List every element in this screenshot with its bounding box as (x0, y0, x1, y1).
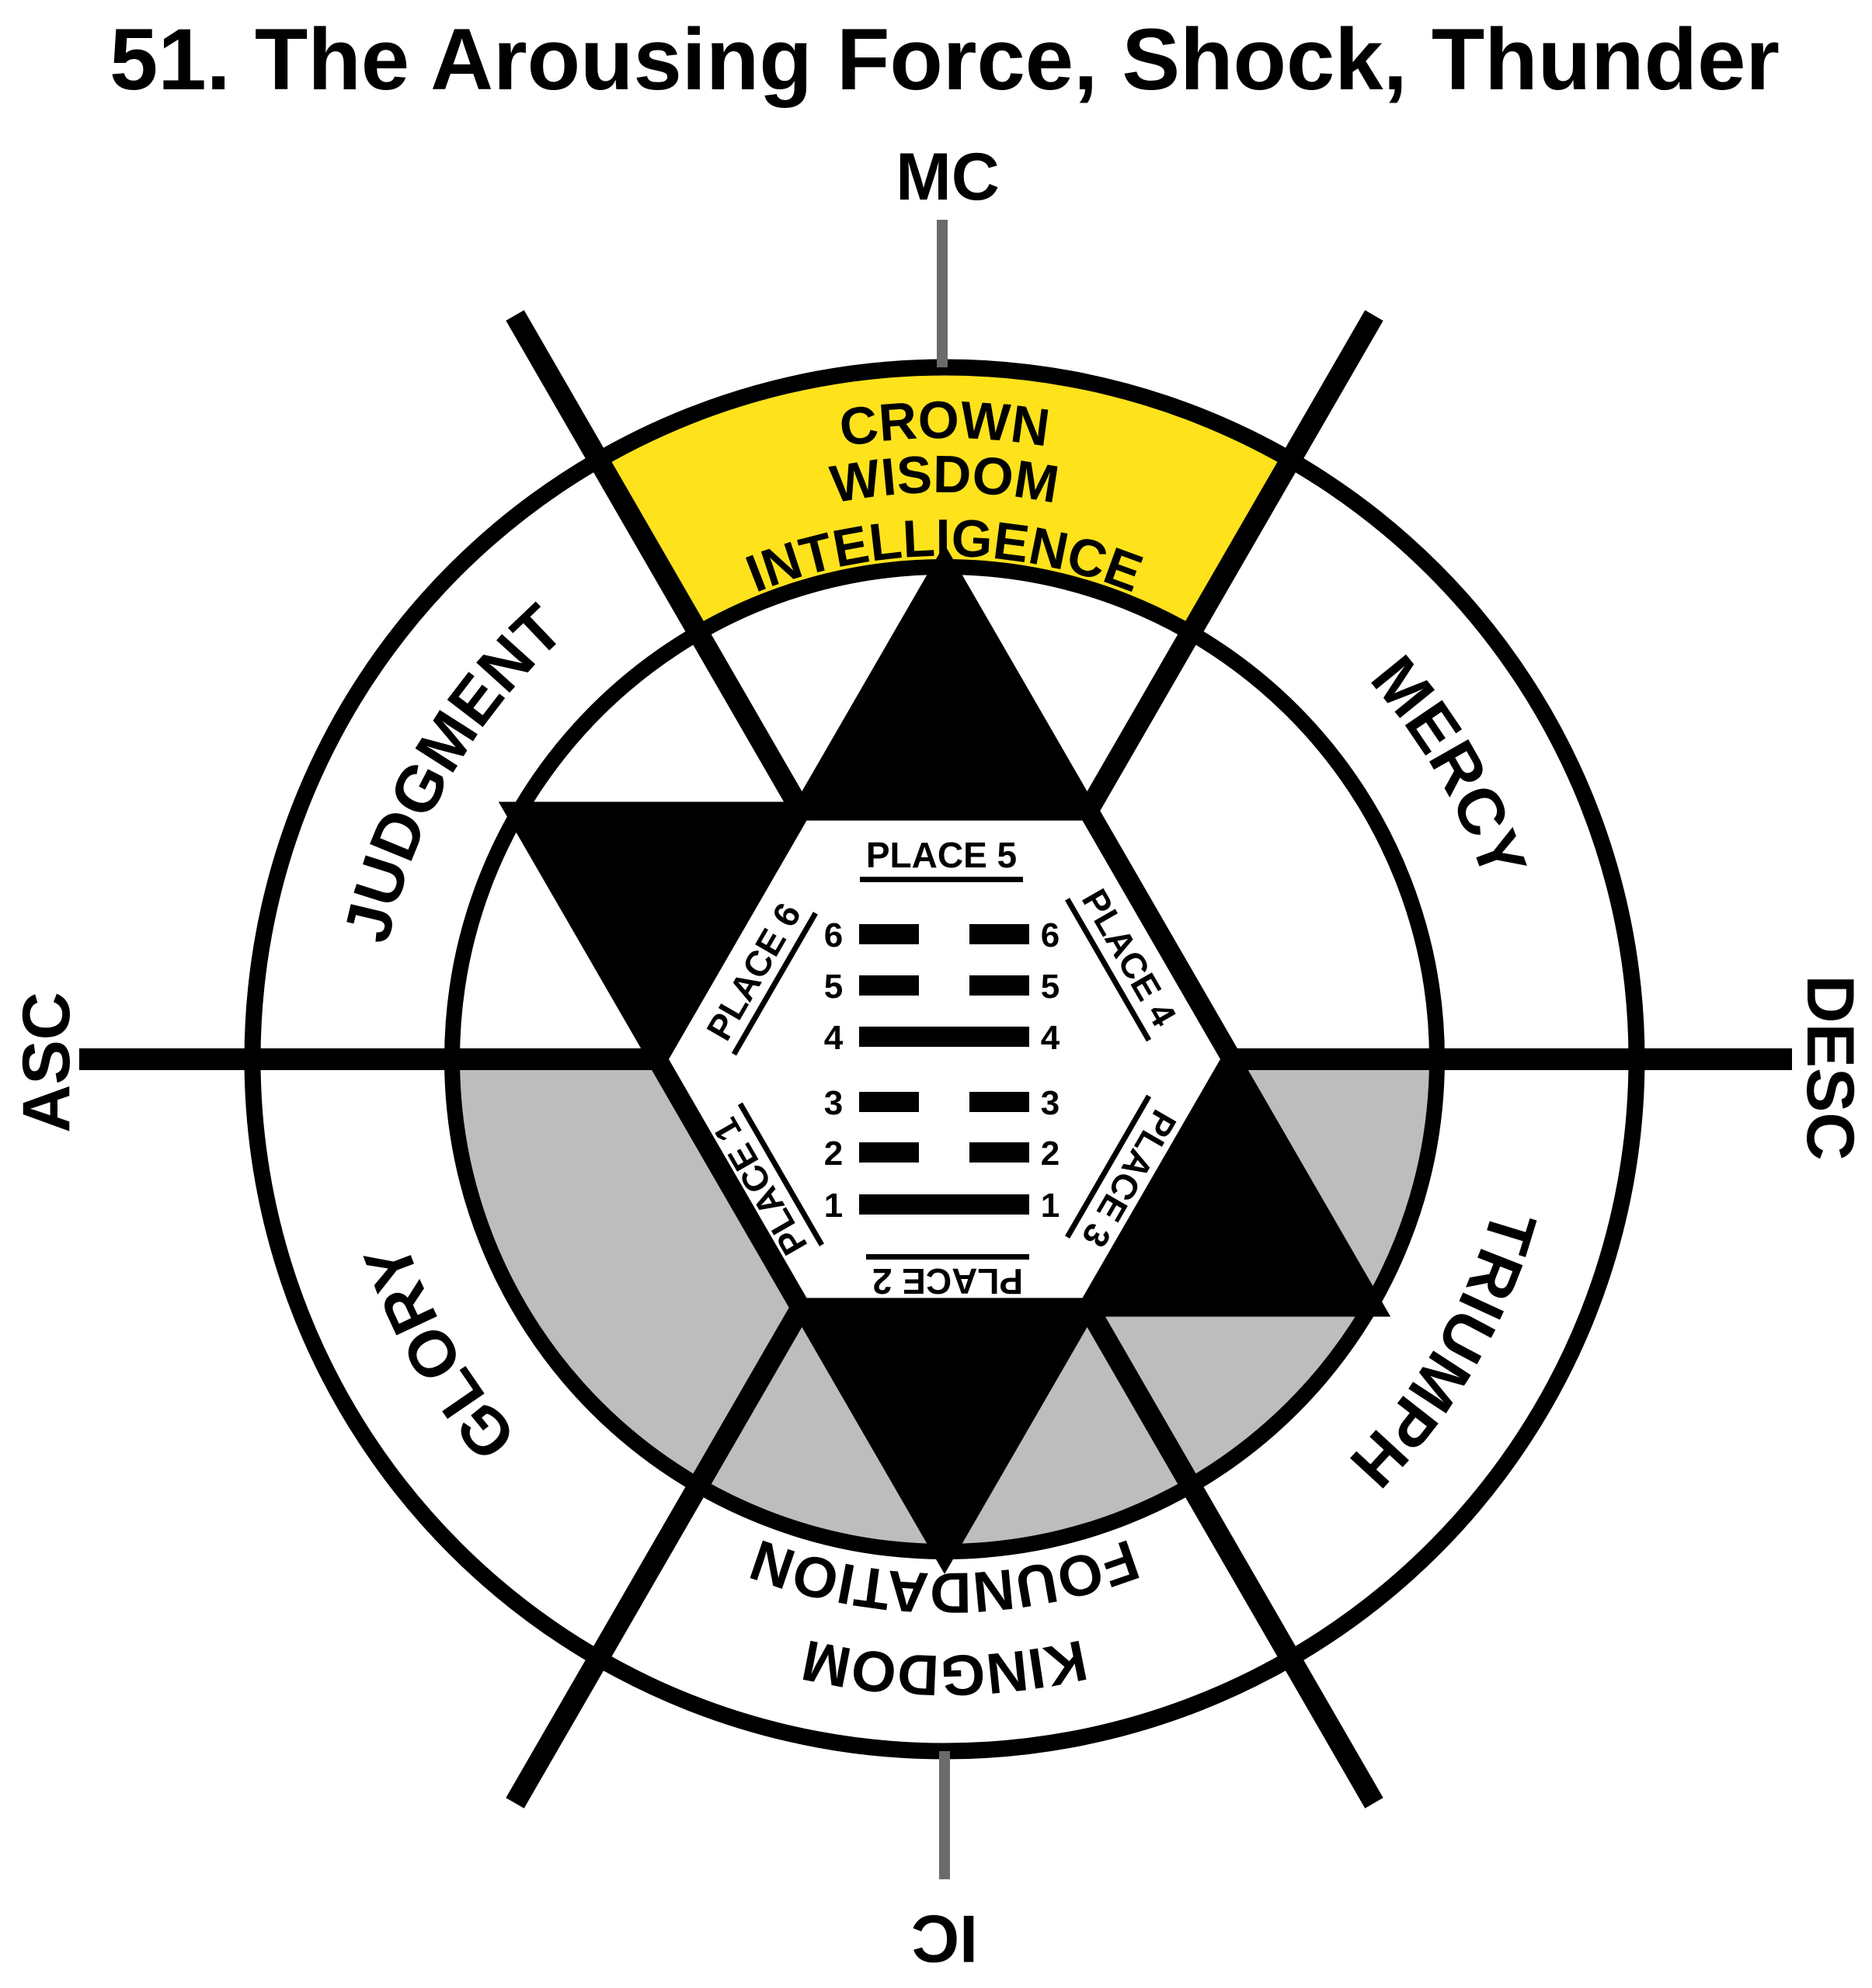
place-5-underline (860, 877, 1023, 882)
line-number-right: 6 (1041, 916, 1060, 954)
kingdom-text: KINGDOM (797, 1628, 1093, 1708)
line-number-right: 5 (1041, 968, 1060, 1006)
asc-label: ASC (9, 992, 84, 1133)
hexagram-line-broken-left (859, 975, 919, 996)
line-number-right: 2 (1041, 1135, 1060, 1173)
line-number-left: 6 (824, 916, 843, 954)
place-1-underline (737, 1102, 824, 1246)
hexagram-line-broken-left (859, 1092, 919, 1112)
line-number-left: 5 (824, 968, 843, 1006)
divider-line-upper-left (506, 310, 810, 816)
divider-line-lower-left (506, 1302, 810, 1809)
ic-label: IC (911, 1901, 978, 1976)
hexagram-line-broken-left (859, 924, 919, 944)
hexagram-line-broken-right (969, 1142, 1029, 1163)
hexagram-line-solid (859, 1027, 1029, 1047)
crown-text: CROWN (836, 391, 1053, 458)
hexagram-line-broken-right (969, 1092, 1029, 1112)
mc-label: MC (896, 140, 1000, 214)
hexagram-line-broken-right (969, 975, 1029, 996)
place-label-2: PLACE 2 (866, 1254, 1029, 1302)
hexagram-line-broken-right (969, 924, 1029, 944)
place-5-text: PLACE 5 (866, 835, 1017, 875)
star-point-top (795, 544, 1094, 802)
desc-label: DESC (1793, 975, 1867, 1161)
line-number-left: 2 (824, 1135, 843, 1173)
hexagram-line-broken-left (859, 1142, 919, 1163)
diagram-title: 51. The Arousing Force, Shock, Thunder (110, 11, 1780, 108)
line-number-left: 3 (824, 1084, 843, 1122)
ring-label-kingdom: KINGDOM (797, 1628, 1093, 1708)
star-point-upper-left (498, 801, 796, 1059)
line-number-right: 3 (1041, 1084, 1060, 1122)
line-number-left: 4 (824, 1019, 844, 1057)
line-number-right: 4 (1041, 1019, 1060, 1057)
line-number-left: 1 (824, 1187, 843, 1225)
place-3-underline (1065, 1094, 1152, 1239)
star-point-bottom (795, 1316, 1094, 1574)
place-label-5: PLACE 5 (860, 835, 1023, 882)
hexagram-line-solid (859, 1194, 1029, 1215)
divider-line-lower-right (1079, 1302, 1383, 1809)
place-6-underline (731, 912, 818, 1056)
place-2-text: PLACE 2 (872, 1261, 1023, 1302)
wisdom-text: WISDOM (826, 445, 1063, 515)
place-4-underline (1065, 898, 1152, 1042)
star-triangles (498, 544, 1391, 1574)
line-number-right: 1 (1041, 1187, 1060, 1225)
crown-sector-highlight (598, 367, 1291, 633)
star-point-lower-right (1093, 1059, 1391, 1317)
divider-line-upper-right (1079, 310, 1383, 816)
ring-label-crown: CROWN (836, 391, 1053, 458)
place-2-underline (866, 1254, 1029, 1260)
ring-label-wisdom: WISDOM (826, 445, 1063, 515)
hexagram-lines: 6 6 5 5 4 4 3 3 2 2 1 1 (824, 916, 1060, 1225)
